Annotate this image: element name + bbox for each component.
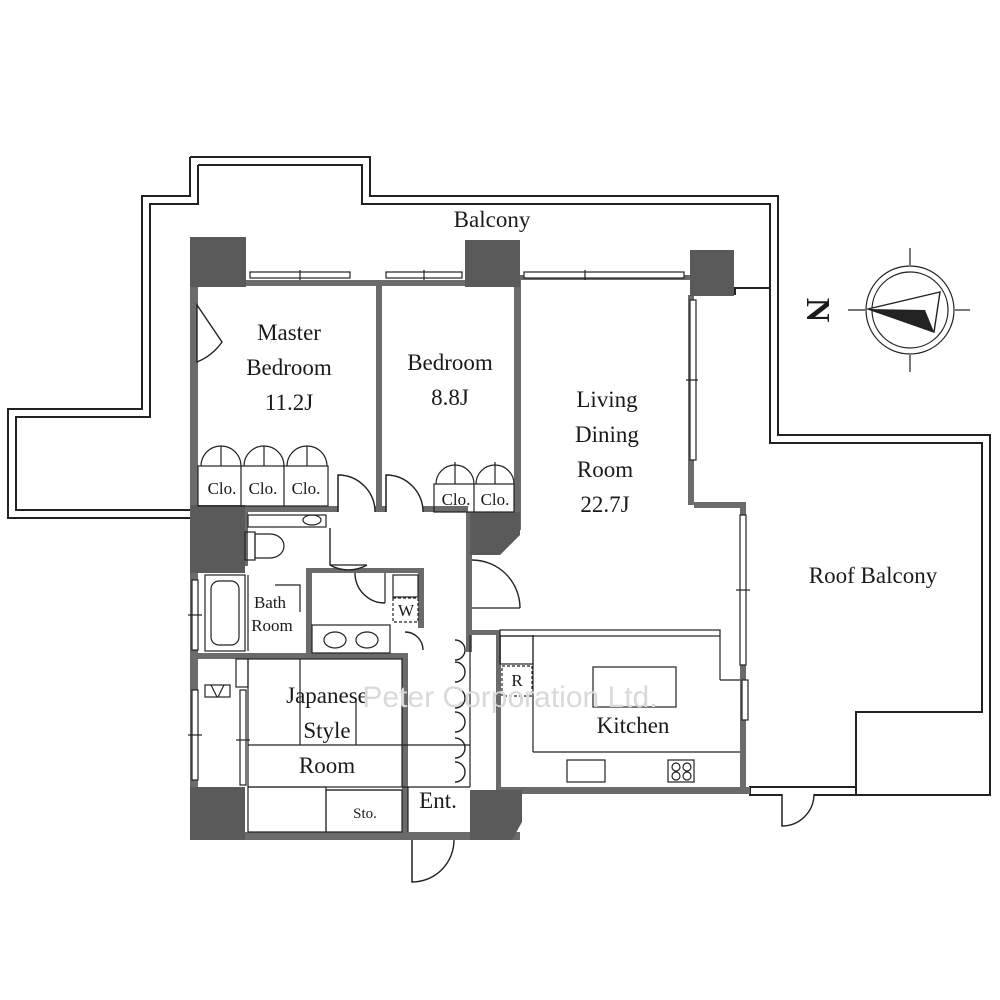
doors bbox=[196, 302, 815, 883]
columns bbox=[190, 237, 734, 840]
bedroom-closets bbox=[433, 462, 515, 513]
closet-label-3: Clo. bbox=[292, 479, 321, 498]
closet-label-5: Clo. bbox=[481, 490, 510, 509]
living-label-1: Living bbox=[576, 387, 638, 412]
bath-label-1: Bath bbox=[254, 593, 287, 612]
kitchen-fixtures bbox=[499, 629, 740, 783]
roof-balcony-label: Roof Balcony bbox=[809, 563, 938, 588]
north-label: N bbox=[799, 298, 836, 323]
washroom bbox=[311, 574, 419, 654]
master-bedroom-label-1: Master bbox=[257, 320, 321, 345]
washer-label: W bbox=[398, 601, 415, 620]
toilet bbox=[244, 514, 327, 561]
living-area: 22.7J bbox=[580, 492, 629, 517]
master-bedroom-area: 11.2J bbox=[265, 390, 313, 415]
bedroom-label: Bedroom bbox=[407, 350, 493, 375]
fridge-label: R bbox=[511, 671, 523, 690]
bathtub bbox=[204, 574, 301, 652]
balcony-label: Balcony bbox=[454, 207, 531, 232]
closet-label-1: Clo. bbox=[208, 479, 237, 498]
windows bbox=[188, 270, 750, 786]
living-label-3: Room bbox=[577, 457, 633, 482]
japanese-room bbox=[204, 658, 470, 833]
japanese-label-1: Japanese bbox=[286, 683, 368, 708]
closet-label-2: Clo. bbox=[249, 479, 278, 498]
watermark: Peter Corporation Ltd. bbox=[362, 681, 657, 714]
bedroom-area: 8.8J bbox=[431, 385, 469, 410]
master-closets bbox=[197, 445, 329, 507]
compass bbox=[848, 248, 970, 372]
kitchen-label: Kitchen bbox=[597, 713, 670, 738]
master-bedroom-label-2: Bedroom bbox=[246, 355, 332, 380]
living-label-2: Dining bbox=[575, 422, 639, 447]
entrance-label: Ent. bbox=[419, 788, 457, 813]
closet-label-4: Clo. bbox=[442, 490, 471, 509]
japanese-label-2: Style bbox=[303, 718, 350, 743]
japanese-label-3: Room bbox=[299, 753, 355, 778]
storage-label: Sto. bbox=[353, 806, 377, 822]
bath-label-2: Room bbox=[251, 616, 293, 635]
